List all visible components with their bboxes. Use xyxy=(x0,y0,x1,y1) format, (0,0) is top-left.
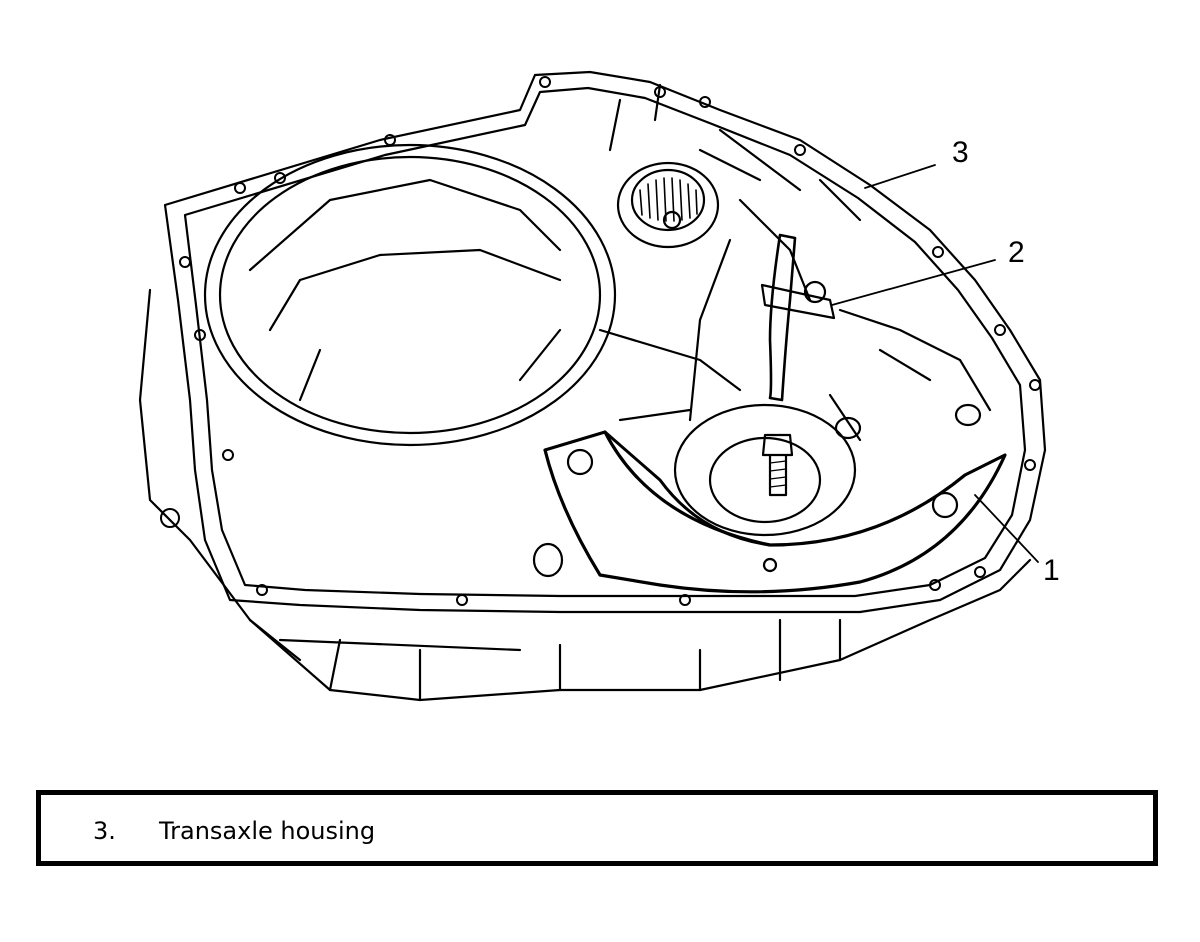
bell-housing-opening-outer xyxy=(203,143,617,447)
shift-bracket-clip xyxy=(760,283,836,320)
center-bolt-threads xyxy=(769,460,787,488)
housing-flange-outline xyxy=(163,70,1047,614)
boss-hole-lower-left xyxy=(532,542,564,578)
cover-plate-inner-edge xyxy=(603,430,772,547)
transaxle-housing-illustration: 3 2 1 xyxy=(138,70,1060,702)
housing-internal-webs xyxy=(598,83,992,442)
bearing-bore-outer xyxy=(616,161,720,249)
center-bore-outer xyxy=(673,403,857,537)
bearing-center-bolt xyxy=(662,210,682,230)
flange-bolt-holes xyxy=(160,76,1041,606)
legend-item-text: Transaxle housing xyxy=(159,817,376,845)
housing-lower-ribs xyxy=(248,618,842,702)
legend-box: 3. Transaxle housing xyxy=(36,790,1158,866)
boss-hole-right xyxy=(954,403,982,427)
callout-label-3: 3 xyxy=(952,136,969,169)
housing-flange-inner xyxy=(183,86,1027,598)
center-bore-inner xyxy=(708,436,822,524)
callout-label-1: 1 xyxy=(1043,554,1060,587)
center-bolt xyxy=(761,433,794,497)
boss-hole-center xyxy=(834,416,862,440)
shift-bracket xyxy=(768,233,797,402)
callout-1-leader xyxy=(974,494,1039,563)
callout-3-leader xyxy=(864,164,936,189)
bell-housing-opening-inner xyxy=(218,155,602,435)
bell-housing-interior xyxy=(248,178,562,402)
cover-plate-hole-bottom xyxy=(762,557,778,573)
legend-item-number: 3. xyxy=(93,817,116,845)
callout-2-leader xyxy=(831,259,996,306)
shift-bracket-bolt xyxy=(803,280,827,304)
cover-plate-bolt-right xyxy=(931,491,959,519)
bearing-bore-inner xyxy=(630,168,706,232)
cover-plate-bolt-left xyxy=(566,448,594,476)
bearing-splines xyxy=(639,177,698,222)
callout-label-2: 2 xyxy=(1008,236,1025,269)
